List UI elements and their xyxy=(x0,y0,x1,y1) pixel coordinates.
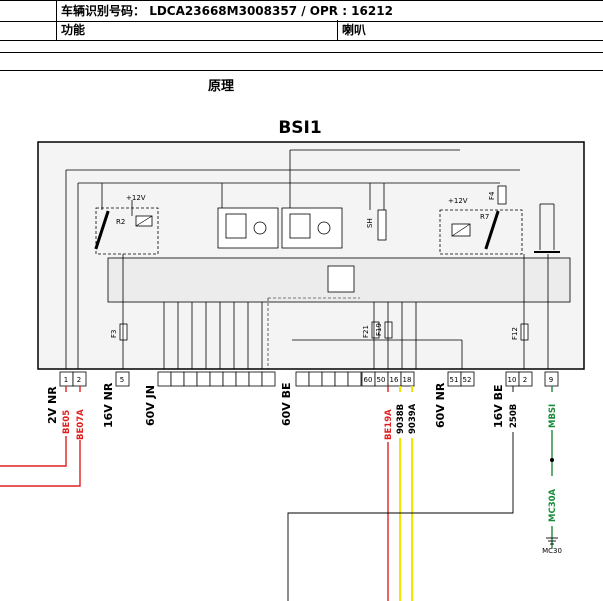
connector-names: 2V NR 16V NR 60V JN 60V BE 60V NR 16V BE xyxy=(46,382,505,428)
sh-label: SH xyxy=(366,218,374,228)
function-value: 喇叭 xyxy=(337,20,603,40)
header-row-vin: 车辆识别号码： LDCA23668M3008357 / OPR : 16212 xyxy=(0,0,603,22)
conn-2v-nr: 2V NR xyxy=(46,386,59,424)
module-ground-icon xyxy=(534,203,560,253)
pin-52: 52 xyxy=(463,376,472,384)
vin-cell: 车辆识别号码： LDCA23668M3008357 / OPR : 16212 xyxy=(56,1,603,21)
pin-1: 1 xyxy=(64,376,68,384)
header-row-spacer xyxy=(0,40,603,53)
fuse-f12-label: F12 xyxy=(511,327,519,340)
wire-labels: BE05 BE07A BE19A 9038B 9039A 250B MBSI M… xyxy=(60,392,558,526)
conn-16v-be: 16V BE xyxy=(492,384,505,428)
pin-9: 9 xyxy=(549,376,553,384)
fuse-f19-label: F19 xyxy=(375,323,383,336)
wire-mbsi: MBSI xyxy=(548,404,558,428)
conn-16v-nr-left: 16V NR xyxy=(102,382,115,428)
header-row-empty xyxy=(0,52,603,71)
wire-be05: BE05 xyxy=(62,410,72,434)
pin-2: 2 xyxy=(77,376,81,384)
pin-5: 5 xyxy=(120,376,124,384)
wire-9038b: 9038B xyxy=(396,404,406,434)
relay-r7: +12V R7 F4 xyxy=(439,185,523,255)
relay-r7-label: R7 xyxy=(480,213,489,221)
pin-16: 16 xyxy=(390,376,399,384)
relay-r2: +12V R2 xyxy=(94,194,159,255)
pin-2b: 2 xyxy=(523,376,527,384)
ic-blocks xyxy=(217,207,355,293)
conn-60v-nr: 60V NR xyxy=(434,382,447,428)
vin-label: 车辆识别号码： xyxy=(61,4,146,18)
pin-10: 10 xyxy=(508,376,517,384)
conn-60v-jn: 60V JN xyxy=(144,385,157,426)
pin-50: 50 xyxy=(377,376,386,384)
junction-dot xyxy=(550,458,554,462)
wire-250b: 250B xyxy=(509,404,519,428)
ground-mc30-label: MC30 xyxy=(542,547,562,555)
ground-icon xyxy=(546,537,558,545)
pin-18: 18 xyxy=(403,376,412,384)
relay-r2-label: R2 xyxy=(116,218,125,226)
fuse-f4-label: F4 xyxy=(488,191,496,200)
internal-taps xyxy=(122,254,549,369)
fuse-f21-label: F21 xyxy=(362,325,370,338)
bsi-module-box xyxy=(37,141,585,370)
pin-60: 60 xyxy=(364,376,373,384)
function-label: 功能 xyxy=(56,20,337,40)
supply-12v-right: +12V xyxy=(448,197,468,205)
header-row-function: 功能 喇叭 xyxy=(0,20,603,41)
supply-12v-left: +12V xyxy=(126,194,146,202)
fuse-f3-label: F3 xyxy=(110,330,118,338)
wire-mc30a: MC30A xyxy=(548,488,558,522)
wire-be07a: BE07A xyxy=(76,409,86,440)
connector-pins: 1 2 5 60 50 16 18 51 52 10 2 9 xyxy=(59,371,559,387)
section-title: 原理 xyxy=(208,79,235,94)
internal-rails xyxy=(65,149,520,369)
shunt-sh: SH xyxy=(366,209,387,241)
wire-be19a: BE19A xyxy=(384,409,394,440)
wire-9039a: 9039A xyxy=(408,403,418,434)
pin-51: 51 xyxy=(450,376,459,384)
module-title: BSI1 xyxy=(278,118,321,138)
wiring-diagram: BSI1 +12V R2 SH xyxy=(0,118,585,601)
vin-value: LDCA23668M3008357 / OPR : 16212 xyxy=(149,4,393,18)
conn-60v-be: 60V BE xyxy=(280,382,293,426)
fuses-lower: F3 F21 F19 F12 xyxy=(110,321,529,341)
